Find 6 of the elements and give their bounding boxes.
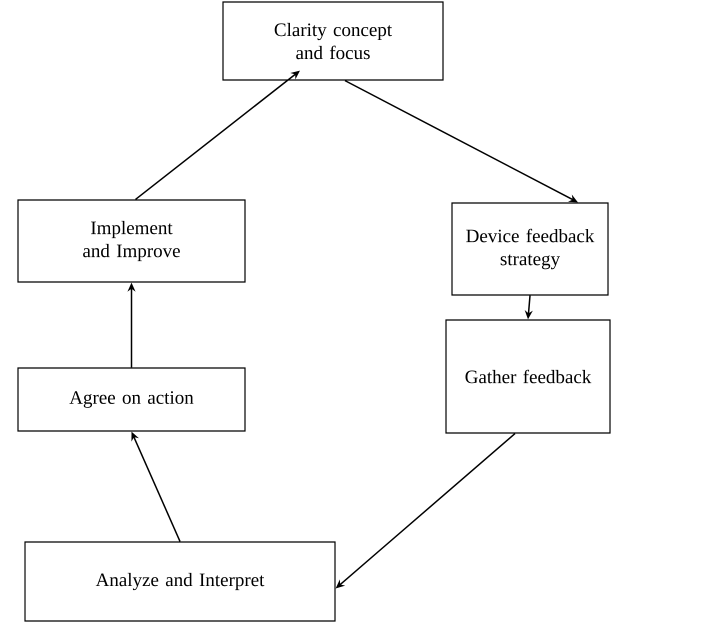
process-box: Gather feedback [445, 319, 611, 434]
process-box: Agree on action [17, 367, 246, 432]
process-box: Analyze and Interpret [24, 541, 336, 622]
process-box: Implement and Improve [17, 199, 246, 283]
process-box: Device feedback strategy [451, 202, 609, 296]
process-box: Clarity concept and focus [222, 1, 444, 81]
